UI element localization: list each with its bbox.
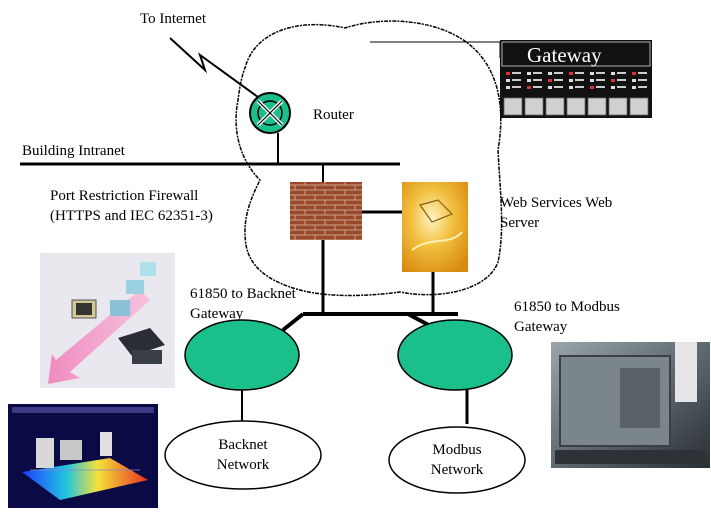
router-label: Router (313, 107, 354, 123)
gateway-panel-title: Gateway (527, 43, 602, 67)
simulation-screenshot (8, 404, 158, 508)
network-cloud-boundary (235, 20, 503, 297)
modbus-network-label-line2: Network (430, 462, 484, 478)
backnet-network-node (164, 420, 322, 490)
firewall-brick-icon (290, 182, 362, 240)
gateway-rack-module (629, 72, 649, 116)
gateway-rack-module (608, 72, 628, 116)
web-server-icon (402, 182, 468, 272)
gateway-rack-module (566, 72, 586, 116)
gateway-connector (370, 41, 501, 58)
backnet-network-label-line2: Network (216, 457, 270, 473)
cabinet-photo (551, 342, 710, 468)
modbus-network-node (388, 426, 526, 494)
devices-photo (40, 253, 175, 388)
router-icon (249, 92, 291, 134)
backnet-gateway-label-line1: 61850 to Backnet (190, 286, 296, 302)
gateway-rack-module (587, 72, 607, 116)
gateway-panel-image (500, 40, 652, 118)
firewall-label-line1: Port Restriction Firewall (50, 188, 199, 204)
gateway-rack-module (503, 72, 523, 116)
backnet-network-label-line1: Backnet (218, 437, 268, 453)
gateway-rack-module (524, 72, 544, 116)
gateway-rack-module (545, 72, 565, 116)
backnet-gateway-label-line2: Gateway (190, 306, 244, 322)
modbus-network-label-line1: Modbus (432, 442, 482, 458)
bus-to-backnet-gateway (281, 312, 305, 332)
internet-link (169, 37, 263, 101)
modbus-gateway-label-line1: 61850 to Modbus (514, 299, 620, 315)
to-internet-label: To Internet (140, 11, 207, 27)
firewall-label-line2: (HTTPS and IEC 62351-3) (50, 208, 213, 224)
building-intranet-label: Building Intranet (22, 143, 125, 159)
web-server-label-line2: Server (500, 215, 540, 231)
web-server-label-line1: Web Services Web (500, 195, 613, 211)
modbus-gateway-node (397, 319, 513, 391)
backnet-gateway-node (184, 319, 300, 391)
modbus-gateway-label-line2: Gateway (514, 319, 568, 335)
